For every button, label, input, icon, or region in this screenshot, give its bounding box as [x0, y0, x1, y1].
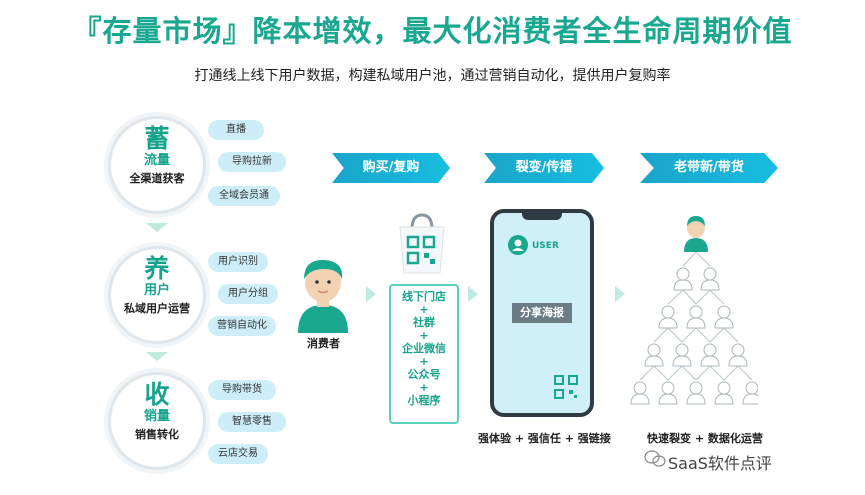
consumer-figure-icon	[298, 259, 348, 333]
user-label: USER	[532, 241, 559, 251]
stage-big-char: 蓄	[144, 124, 170, 153]
stage-big-char: 养	[144, 254, 170, 283]
stage-circle-users: 养 用户 私域用户运营	[108, 246, 206, 344]
channel-plus: +	[419, 303, 429, 316]
pill-group: 用户分组	[218, 284, 278, 304]
stage-small-label: 销售转化	[135, 428, 179, 441]
channel-plus: +	[419, 329, 429, 342]
referral-caption: 快速裂变 + 数据化运营	[647, 432, 763, 445]
stage-circle-traffic: 蓄 流量 全渠道获客	[108, 116, 206, 214]
pill-guide-acquire: 导购拉新	[218, 152, 286, 172]
stage-big-char: 收	[144, 380, 170, 409]
wechat-icon	[644, 450, 666, 467]
phone-notch	[522, 212, 562, 220]
channel-plus: +	[419, 355, 429, 368]
flow-chevron	[615, 286, 625, 302]
pill-automation: 营销自动化	[208, 316, 276, 336]
phone-mockup: USER 分享海报	[490, 209, 594, 417]
stage-mid-label: 销量	[143, 409, 170, 424]
referral-tree	[630, 216, 758, 405]
stage-small-label: 私域用户运营	[124, 302, 190, 315]
channel-item: 社群	[413, 316, 435, 329]
watermark: SaaS软件点评	[668, 454, 772, 473]
fission-caption: 强体验 + 强信任 + 强链接	[478, 432, 611, 445]
consumer-label: 消费者	[307, 337, 340, 350]
channel-item: 小程序	[407, 394, 441, 407]
down-arrow	[146, 352, 168, 361]
stage-mid-label: 流量	[143, 153, 170, 168]
banner-purchase: 购买/复购	[332, 153, 450, 183]
stage-circle-sales: 收 销量 销售转化	[108, 372, 206, 470]
channel-item: 线下门店	[402, 290, 446, 303]
pill-guide-sell: 导购带货	[208, 380, 276, 400]
pill-smart-retail: 智慧零售	[218, 412, 286, 432]
stage-small-label: 全渠道获客	[129, 172, 185, 185]
banner-fission: 裂变/传播	[484, 153, 604, 183]
channel-item: 公众号	[407, 368, 441, 381]
stage-mid-label: 用户	[143, 283, 170, 298]
down-arrow	[146, 223, 168, 232]
channel-item: 企业微信	[402, 342, 446, 355]
page-subtitle: 打通线上线下用户数据，构建私域用户池，通过营销自动化，提供用户复购率	[194, 68, 671, 84]
pill-cloud-store: 云店交易	[208, 444, 268, 464]
flow-chevron	[468, 286, 478, 302]
banner-referral: 老带新/带货	[640, 153, 778, 183]
pill-live: 直播	[208, 120, 264, 140]
referrer-figure-icon	[684, 216, 708, 252]
flow-chevron	[366, 286, 376, 302]
user-avatar-icon	[508, 235, 528, 255]
channels-box: 线下门店 + 社群 + 企业微信 + 公众号 + 小程序	[389, 284, 459, 424]
pill-member: 全域会员通	[208, 186, 280, 206]
channel-plus: +	[419, 381, 429, 394]
page-title: 『存量市场』降本增效，最大化消费者全生命周期价值	[72, 14, 793, 48]
qr-code-icon	[554, 375, 578, 399]
pill-identify: 用户识别	[208, 252, 268, 272]
share-poster: 分享海报	[512, 303, 572, 323]
shopping-bag-icon	[399, 213, 445, 274]
